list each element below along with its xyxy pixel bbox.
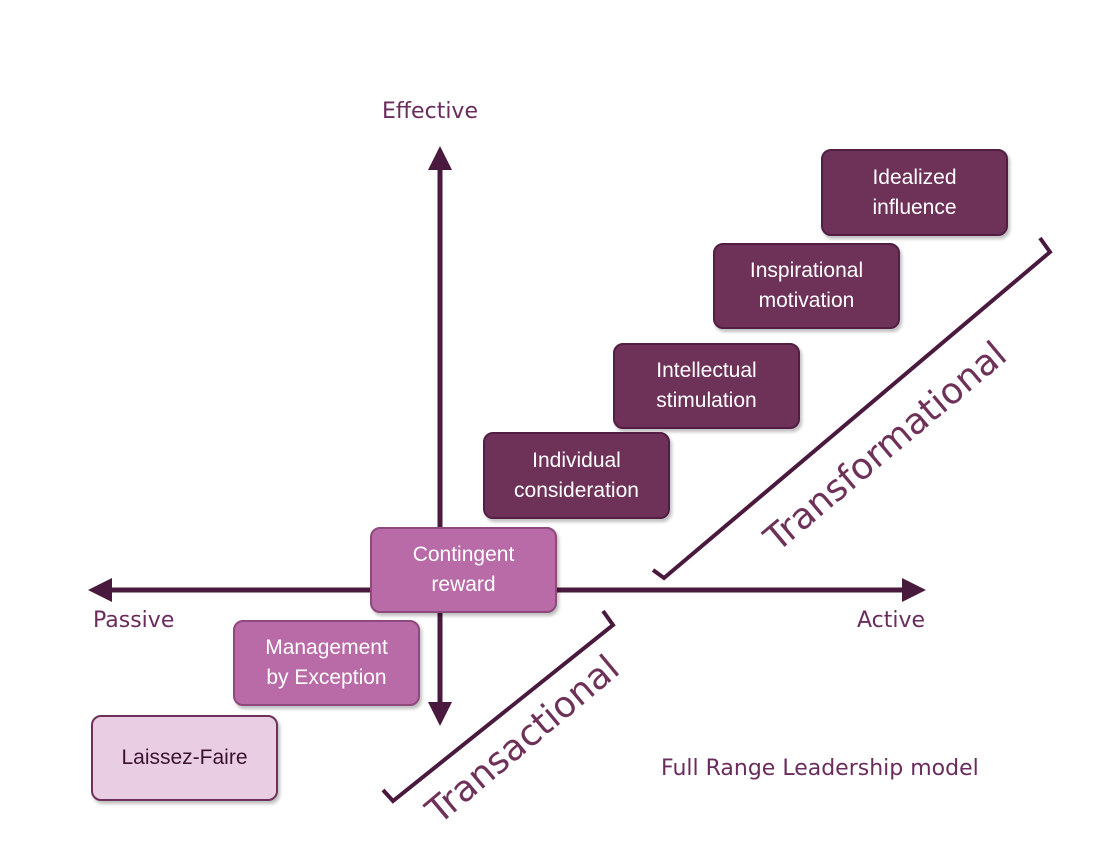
vertical-axis-arrow-down [428,702,452,726]
box-contingent-reward: Contingent reward [370,527,557,613]
box-individual-consideration: Individual consideration [483,432,670,519]
vertical-axis-arrow-up [428,146,452,170]
axis-label-passive: Passive [93,608,175,633]
transformational-bracket [651,236,1053,581]
box-laissez-faire: Laissez-Faire [91,715,278,801]
axis-label-effective: Effective [382,99,478,124]
transactional-bracket [381,609,616,804]
box-management-by-exception: Management by Exception [233,620,420,706]
model-title: Full Range Leadership model [661,756,979,781]
box-idealized-influence: Idealized influence [821,149,1008,236]
horizontal-axis-arrow-left [88,578,112,602]
horizontal-axis-arrow-right [902,578,926,602]
axis-label-active: Active [857,608,926,633]
box-inspirational-motivation: Inspirational motivation [713,243,900,329]
box-intellectual-stimulation: Intellectual stimulation [613,343,800,429]
